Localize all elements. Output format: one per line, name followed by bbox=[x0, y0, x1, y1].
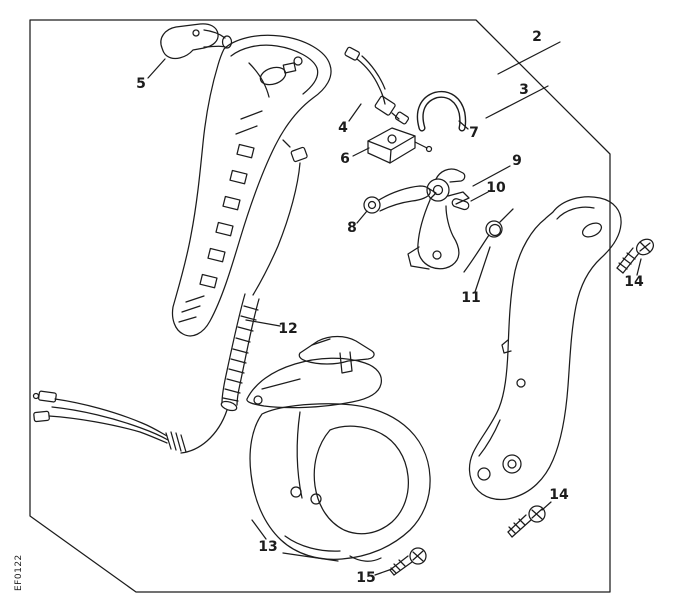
housing-part-13 bbox=[246, 335, 431, 562]
knob-part-5 bbox=[147, 23, 233, 79]
leader-line bbox=[470, 191, 489, 202]
leader-line bbox=[474, 246, 491, 293]
callout-leader-3 bbox=[485, 85, 549, 119]
leader-line bbox=[485, 85, 549, 119]
callout-6: 6 bbox=[340, 151, 350, 167]
clip-part-7 bbox=[416, 90, 469, 132]
screw-part-14-bottom bbox=[507, 501, 552, 538]
diagram-code: EF0122 bbox=[14, 554, 24, 591]
lever-part-8 bbox=[356, 185, 437, 224]
callout-14-bottom: 14 bbox=[549, 487, 569, 503]
spring-part-11 bbox=[463, 208, 514, 293]
handle-half-left bbox=[171, 34, 332, 337]
callout-13: 13 bbox=[258, 539, 278, 555]
leader-line bbox=[251, 519, 267, 540]
screw-part-14-top bbox=[616, 238, 655, 276]
leader-line bbox=[356, 210, 368, 224]
leader-line bbox=[147, 58, 166, 79]
callout-11: 11 bbox=[461, 290, 481, 306]
pin-part-10 bbox=[451, 191, 489, 211]
leader-line bbox=[374, 568, 393, 576]
frame-border bbox=[29, 19, 611, 593]
callout-2: 2 bbox=[532, 29, 542, 45]
callout-14-top: 14 bbox=[624, 274, 644, 290]
callout-4: 4 bbox=[338, 120, 348, 136]
handle-half-right bbox=[468, 196, 622, 501]
callout-8: 8 bbox=[347, 220, 357, 236]
callout-10: 10 bbox=[486, 180, 506, 196]
leader-line bbox=[636, 258, 642, 276]
outline bbox=[468, 196, 622, 501]
callout-leader-2 bbox=[497, 41, 561, 75]
callout-3: 3 bbox=[519, 82, 529, 98]
leader-line bbox=[352, 147, 370, 157]
frame-outline bbox=[29, 19, 611, 593]
leader-line bbox=[458, 120, 469, 130]
callout-5: 5 bbox=[136, 76, 146, 92]
screw-part-15 bbox=[374, 547, 427, 576]
wire-part-4 bbox=[344, 46, 410, 125]
leader-line bbox=[245, 319, 281, 327]
outline bbox=[249, 403, 431, 560]
leader-line bbox=[472, 165, 511, 187]
outline bbox=[171, 34, 332, 337]
callout-15: 15 bbox=[356, 570, 376, 586]
callout-7: 7 bbox=[469, 125, 479, 141]
callout-9: 9 bbox=[512, 153, 522, 169]
hose-part-12 bbox=[180, 139, 308, 454]
callout-12: 12 bbox=[278, 321, 298, 337]
leader-line bbox=[497, 41, 561, 75]
switch-part-6 bbox=[352, 127, 433, 164]
trigger-part-9 bbox=[407, 165, 511, 270]
leader-line bbox=[348, 103, 362, 122]
cable-harness bbox=[32, 390, 187, 453]
leader-line bbox=[541, 501, 552, 511]
leader-line bbox=[282, 552, 339, 562]
